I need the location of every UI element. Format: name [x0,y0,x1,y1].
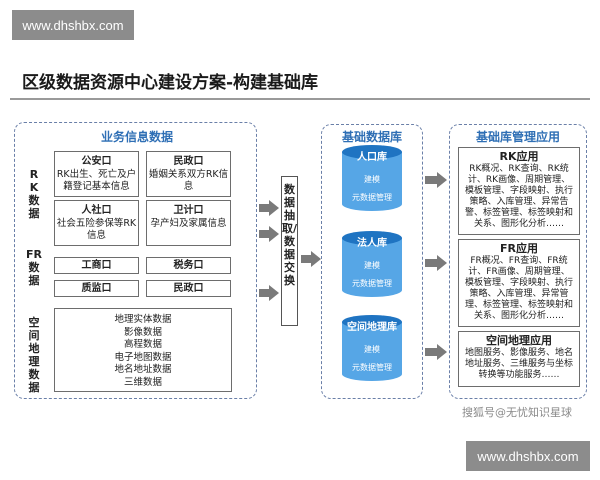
arrow-right-icon [259,226,279,242]
source-box-tax: 税务口 [146,257,231,274]
source-box-head: 工商口 [81,260,112,271]
arrow-right-icon [425,255,447,271]
page-title: 区级数据资源中心建设方案-构建基础库 [22,73,319,93]
source-box-head: 税务口 [173,260,204,271]
source-box-head: 民政口 [173,283,204,294]
source-box-text: 社会五险参保等RK信息 [56,218,137,241]
base-app-title: 基础库管理应用 [475,130,560,144]
db-row: 元数据管理 [352,193,392,202]
db-name: 法人库 [357,238,387,249]
spatial-data-item: 影像数据 [123,326,162,338]
spatial-data-item: 高程数据 [123,339,162,350]
app-text: FR概况、FR查询、FR统计、FR画像、周期管理、模板管理、字段映射、执行策略、… [465,256,574,321]
base-app-panel [449,124,587,399]
spatial-data-box: 地理实体数据 影像数据 高程数据 电子地图数据 地名地址数据 三维数据 [54,308,232,392]
app-head: 空间地理应用 [486,334,552,347]
arrow-right-icon [425,172,447,188]
source-box-public-security: 公安口 RK出生、死亡及户籍登记基本信息 [54,151,139,197]
source-box-head: 民政口 [173,156,204,167]
spatial-data-item: 电子地图数据 [114,351,172,363]
business-data-panel [14,122,257,399]
app-text: 地图服务、影像服务、地名地址服务、三维服务与坐标转换等功能服务…… [465,348,574,380]
database-cylinder-icon [342,231,402,297]
spatial-data-item: 地名地址数据 [114,364,172,375]
app-head: FR应用 [500,242,538,255]
rk-app-box: RK应用 RK概况、RK查询、RK统计、RK画像、周期管理、模板管理、字段映射、… [458,147,580,235]
title-divider [10,98,590,100]
db-row: 元数据管理 [352,279,392,288]
source-box-human-resources: 人社口 社会五险参保等RK信息 [54,200,139,246]
watermark-top: www.dhshbx.com [12,10,134,40]
source-box-head: 质监口 [81,283,112,294]
app-text: RK概况、RK查询、RK统计、RK画像、周期管理、模板管理、字段映射、执行策略、… [465,164,574,229]
arrow-right-icon [259,200,279,216]
source-box-text: 孕产妇及家属信息 [150,218,227,229]
rk-data-label: RK数据 [28,168,40,220]
fr-data-label: FR数据 [26,248,42,287]
source-box-industry-commerce: 工商口 [54,257,139,274]
source-box-health: 卫计口 孕产妇及家属信息 [146,200,231,246]
source-box-civil-affairs-fr: 民政口 [146,280,231,297]
db-row: 元数据管理 [352,363,392,372]
source-box-text: 婚姻关系双方RK信息 [148,169,229,192]
business-data-title: 业务信息数据 [100,130,173,144]
fr-app-box: FR应用 FR概况、FR查询、FR统计、FR画像、周期管理、模板管理、字段映射、… [458,239,580,327]
db-row: 建模 [364,261,380,270]
source-box-head: 卫计口 [173,205,204,216]
spatial-data-label: 空间地理数据 [28,316,40,394]
data-exchange-box: 数据抽取/数据交换 [281,176,298,326]
arrow-right-icon [425,344,447,360]
database-cylinder-icon [342,315,402,381]
source-box-civil-affairs: 民政口 婚姻关系双方RK信息 [146,151,231,197]
spatial-data-item: 三维数据 [123,376,162,388]
source-box-head: 人社口 [81,205,112,216]
db-name: 空间地理库 [347,322,397,333]
arrow-right-icon [259,285,279,301]
base-database-panel [321,124,423,399]
source-box-head: 公安口 [81,156,112,167]
db-row: 建模 [364,175,380,184]
database-cylinder-icon [342,145,402,211]
spatial-app-box: 空间地理应用 地图服务、影像服务、地名地址服务、三维服务与坐标转换等功能服务…… [458,331,580,387]
spatial-data-item: 地理实体数据 [114,314,172,325]
db-row: 建模 [364,345,380,354]
db-name: 人口库 [357,152,387,163]
source-signature: 搜狐号@无忧知识星球 [462,406,572,419]
watermark-bottom: www.dhshbx.com [466,441,590,471]
base-database-title: 基础数据库 [341,130,402,144]
source-box-quality: 质监口 [54,280,139,297]
source-box-text: RK出生、死亡及户籍登记基本信息 [56,169,137,192]
app-head: RK应用 [499,150,539,163]
arrow-right-icon [301,251,321,267]
